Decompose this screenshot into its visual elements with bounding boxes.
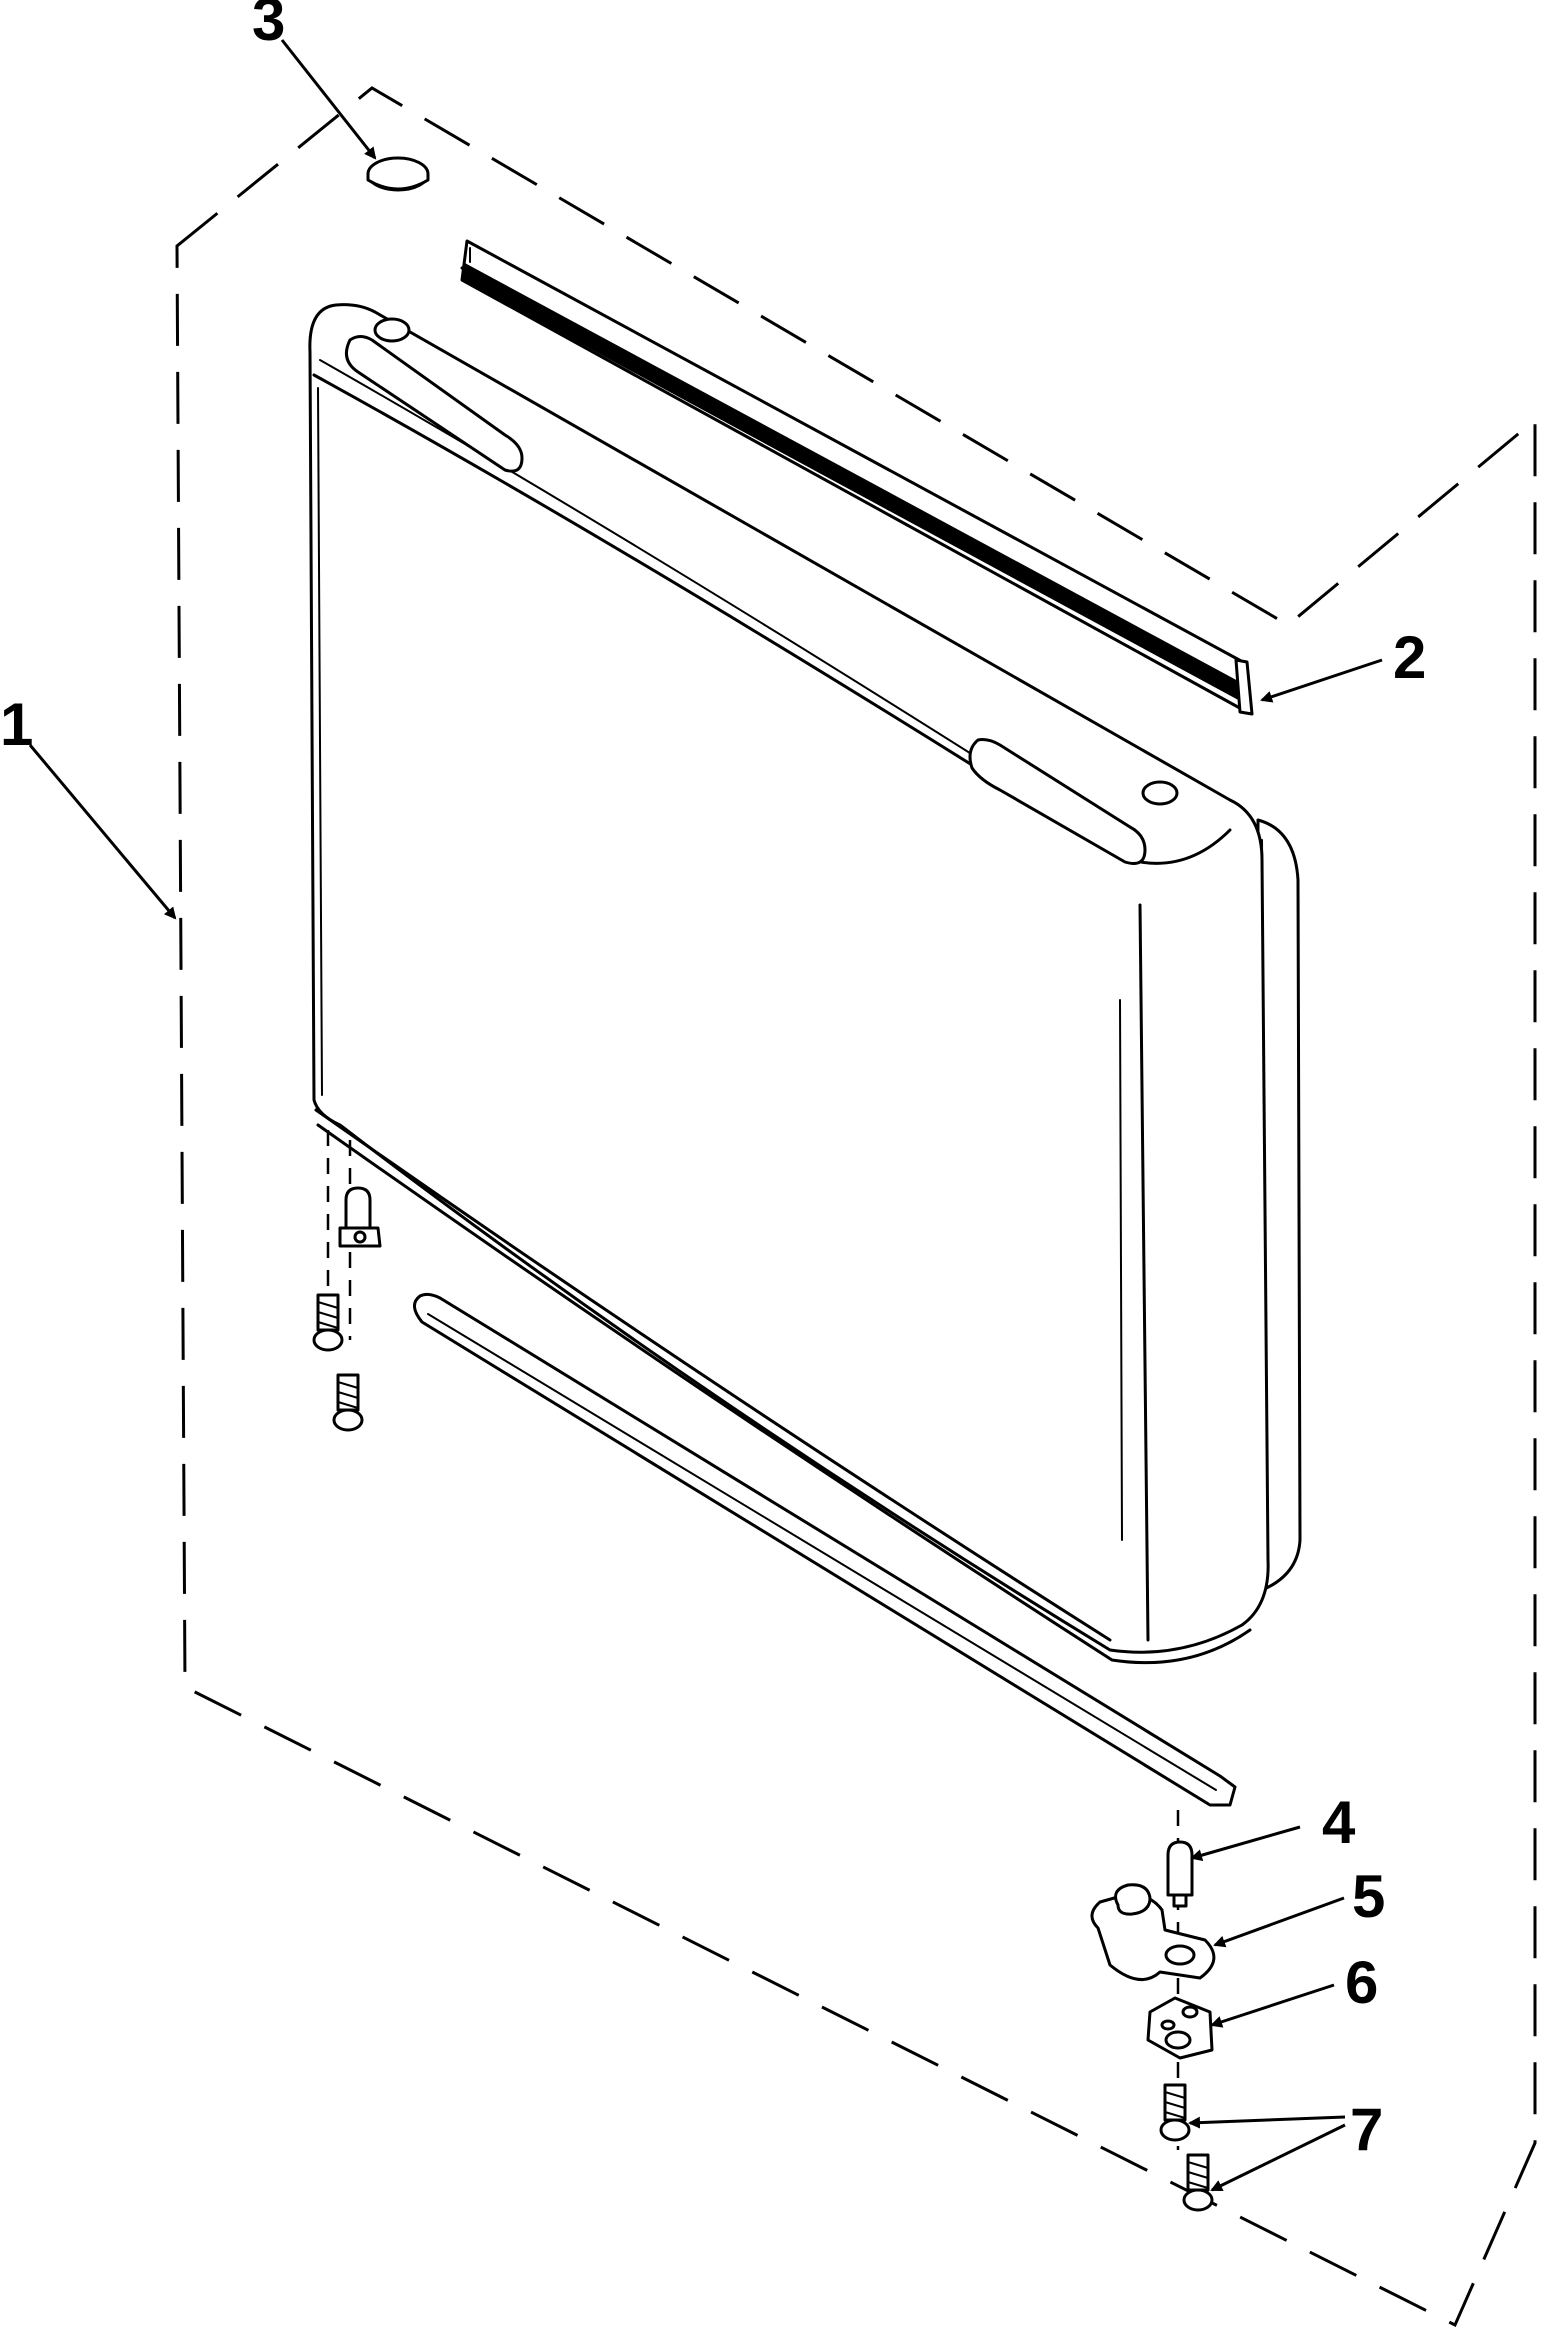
callout-1: 1	[0, 691, 33, 758]
door-panel	[308, 303, 1302, 1665]
callout-6: 6	[1345, 1949, 1378, 2016]
left-hinge-hardware	[312, 1130, 382, 1432]
callout-2: 2	[1393, 624, 1426, 691]
callout-3: 3	[252, 0, 285, 53]
top-trim-strip	[460, 239, 1254, 716]
right-hinge-hardware	[1090, 1810, 1216, 2212]
callout-7: 7	[1350, 2096, 1383, 2163]
bottom-trim-strip	[413, 1292, 1237, 1807]
leader-lines	[28, 39, 1383, 2192]
callout-5: 5	[1352, 1863, 1385, 1930]
plug-button	[366, 156, 430, 192]
callout-4: 4	[1322, 1789, 1356, 1856]
assembly-boundary	[175, 86, 1537, 2328]
